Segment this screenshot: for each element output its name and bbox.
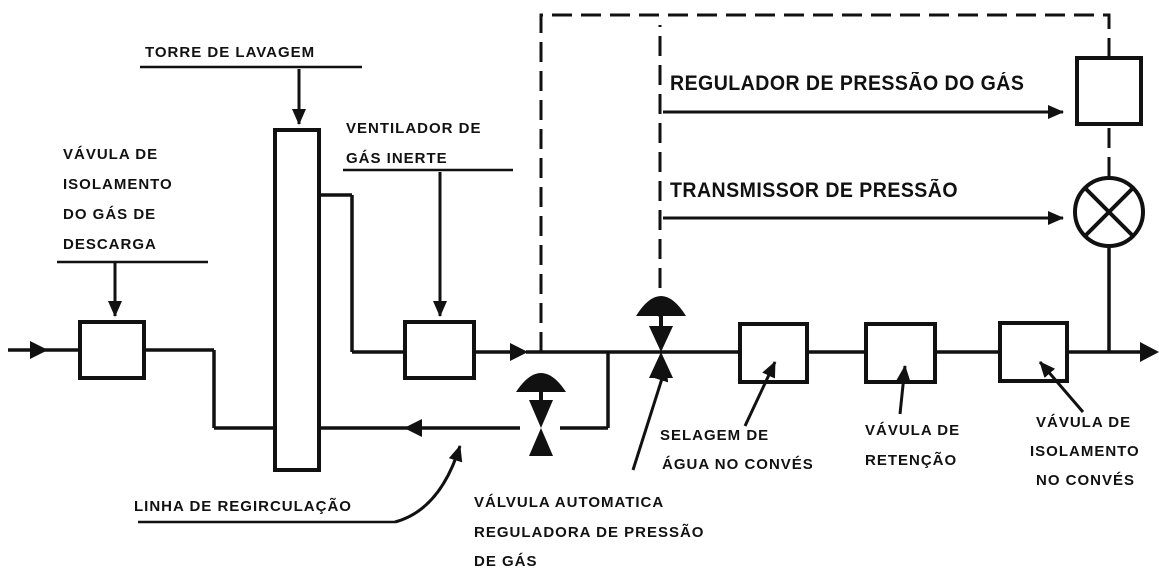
auto-valve-label-line-3: DE GÁS [474,553,538,570]
recirculation-line-label: LINHA DE REGIRCULAÇÃO [134,498,352,515]
blower-label-line-2: GÁS INERTE [346,150,448,167]
pressure-transmitter-label: TRANSMISSOR DE PRESSÃO [670,179,959,202]
outlet-arrow-icon [1140,342,1159,362]
deck-seal-label-line-1: SELAGEM DE [660,427,770,444]
deck-isolation-valve-label-line-3: NO CONVÉS [1036,472,1136,489]
scrubber-label: TORRE DE LAVAGEM [145,44,316,61]
pressure-regulator-box [1075,56,1143,126]
control-signal-lines [539,13,1111,352]
recirculation-control-valve-icon [516,373,566,456]
label-underlines [57,65,513,524]
deck-water-seal-box [738,322,809,384]
auto-valve-label-line-2: REGULADORA DE PRESSÃO [474,524,705,541]
discharge-valve-label-line-2: ISOLAMENTO [63,176,173,193]
blower-flow-arrow-icon [510,343,528,361]
automatic-pressure-valve-icon [636,296,686,378]
process-lines [8,193,1145,430]
discharge-valve-label-line-4: DESCARGA [63,236,157,253]
auto-valve-label-line-1: VÁLVULA AUTOMATICA [474,494,665,511]
check-valve-label-line-2: RETENÇÃO [865,452,958,469]
deck-isolation-valve-label-line-1: VÁVULA DE [1036,414,1132,431]
discharge-valve-label-line-3: DO GÁS DE [63,206,157,223]
inert-gas-blower-box [403,320,476,380]
deck-seal-label-line-2: ÁGUA NO CONVÉS [662,456,814,473]
pressure-transmitter-icon [1073,176,1145,248]
deck-isolation-valve-box [998,321,1069,383]
inlet-arrow-icon [30,341,48,359]
pointer-arrows [108,69,1085,524]
deck-isolation-valve-label-line-2: ISOLAMENTO [1030,443,1140,460]
check-valve-box [864,322,937,384]
pressure-regulator-label: REGULADOR DE PRESSÃO DO GÁS [670,72,1025,95]
scrubber-tower [273,128,321,472]
blower-label-line-1: VENTILADOR DE [346,120,482,137]
recirculation-flow-arrow-icon [404,419,422,437]
check-valve-label-line-1: VÁVULA DE [865,422,961,439]
discharge-valve-label-line-1: VÁVULA DE [63,146,159,163]
discharge-isolation-valve-box [78,320,146,380]
